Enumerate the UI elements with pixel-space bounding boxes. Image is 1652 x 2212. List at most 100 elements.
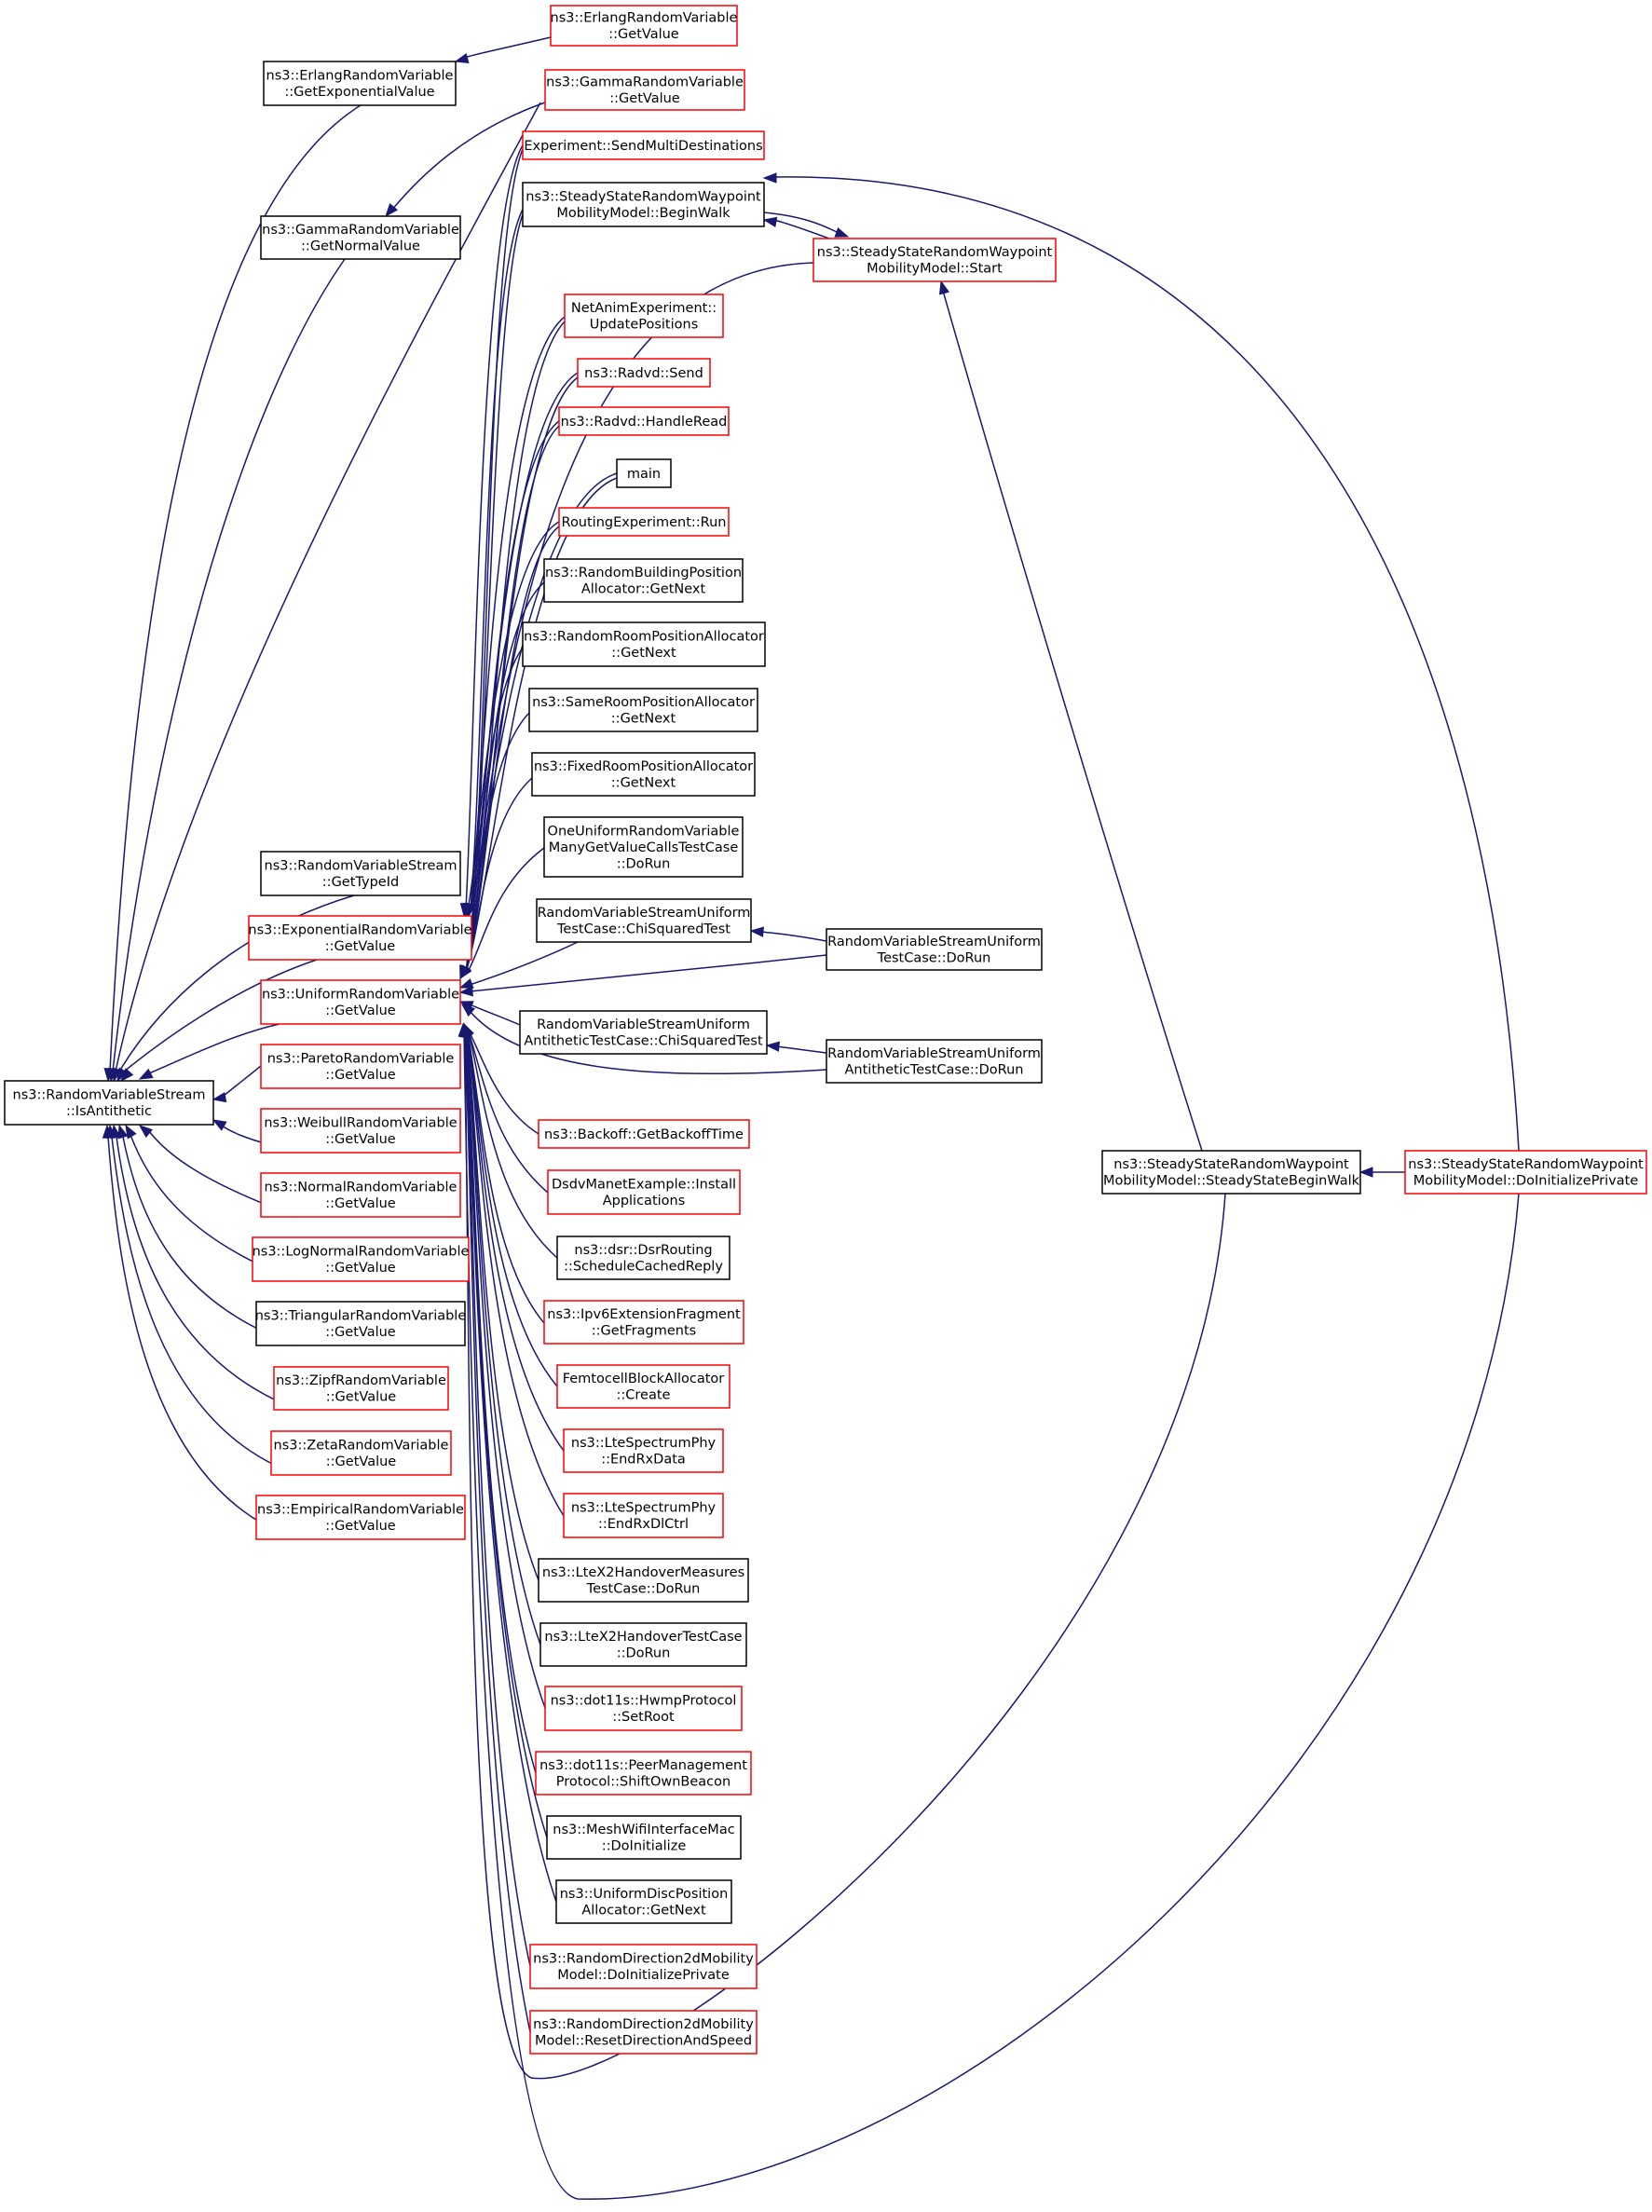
node-root[interactable]: ns3::RandomVariableStream::IsAntithetic xyxy=(4,1080,214,1126)
node-wei-get[interactable]: ns3::WeibullRandomVariable::GetValue xyxy=(260,1108,461,1154)
node-backoff[interactable]: ns3::Backoff::GetBackoffTime xyxy=(538,1119,750,1149)
node-ipv6frag[interactable]: ns3::Ipv6ExtensionFragment::GetFragments xyxy=(543,1300,744,1345)
node-tri-get[interactable]: ns3::TriangularRandomVariable::GetValue xyxy=(255,1301,467,1346)
node-label: ns3::EmpiricalRandomVariable xyxy=(257,1503,464,1518)
node-label: ns3::WeibullRandomVariable xyxy=(264,1116,457,1131)
edge-line xyxy=(467,1031,565,1517)
edge-rvsu_run-to-uni_get xyxy=(458,954,827,997)
node-rvs-type[interactable]: ns3::RandomVariableStream::GetTypeId xyxy=(260,851,461,896)
node-box xyxy=(544,1686,743,1731)
node-label: TestCase::DoRun xyxy=(877,951,991,966)
node-zip-get[interactable]: ns3::ZipfRandomVariable::GetValue xyxy=(273,1366,449,1411)
node-femto[interactable]: FemtocellBlockAllocator::Create xyxy=(556,1364,730,1409)
node-lte-data[interactable]: ns3::LteSpectrumPhy::EndRxData xyxy=(563,1428,724,1473)
node-lno-get[interactable]: ns3::LogNormalRandomVariable::GetValue xyxy=(252,1236,470,1282)
node-uni-get[interactable]: ns3::UniformRandomVariable::GetValue xyxy=(260,979,461,1025)
node-label: ns3::MeshWifiInterfaceMac xyxy=(553,1823,734,1837)
node-box xyxy=(270,1430,452,1476)
node-erl-exp[interactable]: ns3::ErlangRandomVariable::GetExponentia… xyxy=(263,61,457,106)
node-gam-get[interactable]: ns3::GammaRandomVariable::GetValue xyxy=(544,69,745,111)
node-box xyxy=(543,558,744,603)
node-label: ::GetNext xyxy=(611,646,676,661)
edge-line xyxy=(464,1031,531,2033)
node-label: ns3::LteX2HandoverMeasures xyxy=(542,1565,744,1580)
node-label: OneUniformRandomVariable xyxy=(548,824,740,839)
node-meshwifi[interactable]: ns3::MeshWifiInterfaceMac::DoInitialize xyxy=(546,1815,742,1860)
edge-erl_get-to-erl_exp xyxy=(454,36,552,64)
node-rvsua-run[interactable]: RandomVariableStreamUniformAntitheticTes… xyxy=(826,1039,1043,1084)
edge-line xyxy=(463,36,552,59)
node-box xyxy=(547,1169,741,1215)
node-label: ::GetValue xyxy=(325,939,396,954)
edge-exp_get-to-root xyxy=(120,959,318,1083)
node-ltex2-meas[interactable]: ns3::LteX2HandoverMeasuresTestCase::DoRu… xyxy=(538,1558,749,1603)
edge-ssrw_start-to-ssrw_begin xyxy=(762,216,830,239)
node-label: ns3::ExponentialRandomVariable xyxy=(248,923,471,938)
node-box xyxy=(522,621,766,667)
node-label: RoutingExperiment::Run xyxy=(562,515,727,530)
edge-ourv-to-uni_get xyxy=(459,847,545,980)
edge-line xyxy=(122,1136,299,1346)
node-dsr[interactable]: ns3::dsr::DsrRouting::ScheduleCachedRepl… xyxy=(556,1236,730,1280)
node-label: ::GetNormalValue xyxy=(301,239,420,254)
node-rvsu-run[interactable]: RandomVariableStreamUniformTestCase::DoR… xyxy=(826,928,1043,971)
node-gam-norm[interactable]: ns3::GammaRandomVariable::GetNormalValue xyxy=(260,215,461,260)
node-peer[interactable]: ns3::dot11s::PeerManagementProtocol::Shi… xyxy=(535,1751,752,1796)
node-rvsua-chi[interactable]: RandomVariableStreamUniformAntitheticTes… xyxy=(519,1010,768,1055)
node-rd2-reset[interactable]: ns3::RandomDirection2dMobilityModel::Res… xyxy=(529,2010,758,2055)
node-exp-get[interactable]: ns3::ExponentialRandomVariable::GetValue xyxy=(248,915,472,961)
node-ssrw-ssbw[interactable]: ns3::SteadyStateRandomWaypointMobilityMo… xyxy=(1101,1150,1361,1195)
node-rrpa[interactable]: ns3::RandomRoomPositionAllocator::GetNex… xyxy=(522,621,766,667)
node-ssrw-init[interactable]: ns3::SteadyStateRandomWaypointMobilityMo… xyxy=(1404,1150,1647,1195)
node-label: ::EndRxDlCtrl xyxy=(598,1517,689,1532)
node-ourv[interactable]: OneUniformRandomVariableManyGetValueCall… xyxy=(543,816,744,878)
node-radvd-read[interactable]: ns3::Radvd::HandleRead xyxy=(558,406,730,436)
node-label: ns3::RandomVariableStream xyxy=(13,1088,206,1103)
node-rvsu-chi[interactable]: RandomVariableStreamUniformTestCase::Chi… xyxy=(536,898,752,943)
node-ltex2-tc[interactable]: ns3::LteX2HandoverTestCase::DoRun xyxy=(539,1622,747,1667)
node-netanim[interactable]: NetAnimExperiment::UpdatePositions xyxy=(564,294,724,338)
node-par-get[interactable]: ns3::ParetoRandomVariable::GetValue xyxy=(260,1044,461,1089)
node-box xyxy=(544,69,745,111)
node-label: ns3::SteadyStateRandomWaypoint xyxy=(1113,1157,1349,1172)
node-box xyxy=(1101,1150,1361,1195)
node-label: ns3::FixedRoomPositionAllocator xyxy=(534,759,753,774)
node-box xyxy=(260,215,461,260)
node-box xyxy=(255,1301,466,1346)
node-ssrw-begin[interactable]: ns3::SteadyStateRandomWaypointMobilityMo… xyxy=(522,182,765,227)
node-label: ns3::Radvd::HandleRead xyxy=(561,415,728,430)
node-rd2-init[interactable]: ns3::RandomDirection2dMobilityModel::DoI… xyxy=(529,1944,758,1989)
node-label: ::GetValue xyxy=(325,1261,396,1276)
node-box xyxy=(556,1364,730,1409)
node-box xyxy=(273,1366,449,1411)
node-udisc[interactable]: ns3::UniformDiscPositionAllocator::GetNe… xyxy=(555,1879,732,1924)
node-exp-multi[interactable]: Experiment::SendMultiDestinations xyxy=(522,130,765,160)
node-label: FemtocellBlockAllocator xyxy=(563,1372,725,1386)
arrowhead-icon xyxy=(749,926,764,937)
node-routing-run[interactable]: RoutingExperiment::Run xyxy=(558,507,730,537)
node-erl-get[interactable]: ns3::ErlangRandomVariable::GetValue xyxy=(550,5,738,47)
arrowhead-icon xyxy=(460,1004,476,1017)
node-label: MobilityModel::BeginWalk xyxy=(556,206,730,221)
node-nor-get[interactable]: ns3::NormalRandomVariable::GetValue xyxy=(260,1172,461,1218)
arrowhead-icon xyxy=(834,227,850,238)
node-box xyxy=(826,1039,1043,1084)
node-hwmp[interactable]: ns3::dot11s::HwmpProtocol::SetRoot xyxy=(544,1686,743,1731)
node-ssrw-start[interactable]: ns3::SteadyStateRandomWaypointMobilityMo… xyxy=(812,238,1057,282)
node-frpa[interactable]: ns3::FixedRoomPositionAllocator::GetNext xyxy=(531,752,756,797)
node-label: ns3::RandomRoomPositionAllocator xyxy=(524,630,764,645)
edge-rvsua_run-to-uni_get xyxy=(460,1004,827,1075)
node-main[interactable]: main xyxy=(616,458,672,488)
node-rbpa[interactable]: ns3::RandomBuildingPositionAllocator::Ge… xyxy=(543,558,744,603)
node-radvd-send[interactable]: ns3::Radvd::Send xyxy=(577,358,711,388)
edge-ssrw_init-to-ssrw_begin xyxy=(762,172,1520,1152)
node-emp-get[interactable]: ns3::EmpiricalRandomVariable::GetValue xyxy=(255,1495,466,1540)
node-label: ns3::Radvd::Send xyxy=(584,366,703,381)
node-label: ::DoRun xyxy=(617,856,671,871)
node-lte-dl[interactable]: ns3::LteSpectrumPhy::EndRxDlCtrl xyxy=(563,1493,724,1538)
node-zet-get[interactable]: ns3::ZetaRandomVariable::GetValue xyxy=(270,1430,452,1476)
node-srpa[interactable]: ns3::SameRoomPositionAllocator::GetNext xyxy=(528,688,758,732)
edge-rd2_init-to-uni_get xyxy=(458,1022,531,1967)
